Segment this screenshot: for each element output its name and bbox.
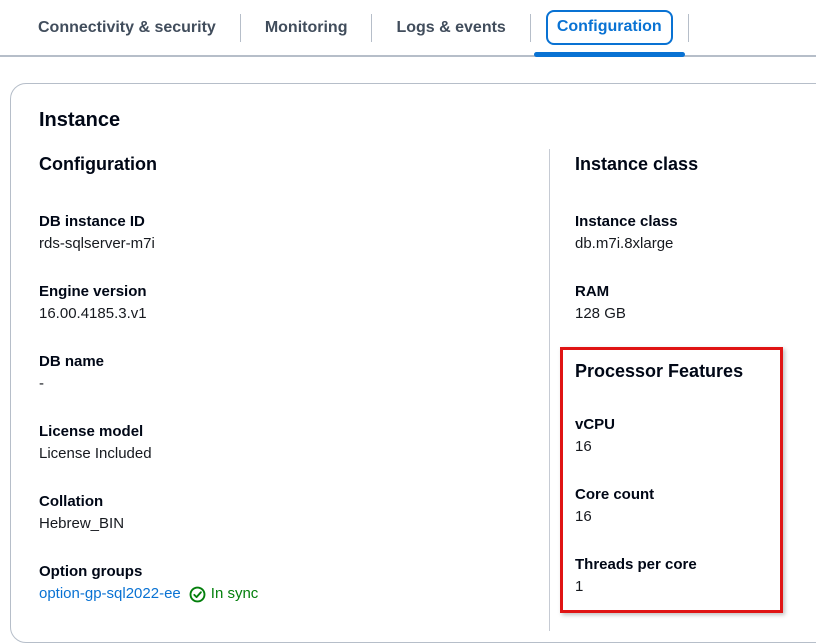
field-value: License Included	[39, 445, 152, 462]
field-label: Engine version	[39, 283, 147, 300]
field-label: Instance class	[575, 213, 678, 230]
detail-tabs: Connectivity & security Monitoring Logs …	[0, 0, 816, 57]
field-value: db.m7i.8xlarge	[575, 235, 674, 252]
field-core-count: Core count 16	[575, 484, 768, 528]
field-value: rds-sqlserver-m7i	[39, 235, 155, 252]
tab-divider	[529, 13, 531, 42]
configuration-section-heading: Configuration	[39, 154, 157, 174]
processor-features-heading: Processor Features	[575, 361, 744, 381]
field-label: DB instance ID	[39, 213, 145, 230]
field-label: vCPU	[575, 416, 616, 433]
field-license-model: License model License Included	[39, 421, 549, 465]
panel-columns: Configuration DB instance ID rds-sqlserv…	[39, 149, 816, 631]
panel-title: Instance	[39, 109, 121, 131]
processor-features-highlight: Processor Features vCPU 16 Core count 16…	[560, 347, 783, 613]
instance-panel: Instance Configuration DB instance ID rd…	[10, 83, 816, 643]
tab-label: Connectivity & security	[38, 18, 216, 36]
tab-divider	[687, 13, 689, 42]
field-label: Collation	[39, 493, 104, 510]
tab-label: Monitoring	[264, 18, 348, 36]
field-label: RAM	[575, 283, 610, 300]
field-instance-class: Instance class db.m7i.8xlarge	[575, 211, 816, 255]
field-label: Threads per core	[575, 556, 697, 573]
field-vcpu: vCPU 16	[575, 414, 768, 458]
field-collation: Collation Hebrew_BIN	[39, 491, 549, 535]
field-value: 16	[575, 438, 592, 455]
option-group-link[interactable]: option-gp-sql2022-ee	[39, 585, 181, 602]
tab-label: Logs & events	[396, 18, 506, 36]
field-ram: RAM 128 GB	[575, 281, 816, 325]
status-text: In sync	[210, 585, 259, 602]
field-value: Hebrew_BIN	[39, 515, 125, 532]
tab-label: Configuration	[545, 10, 673, 45]
field-value: 1	[575, 578, 584, 595]
field-value: -	[39, 375, 44, 392]
field-label: DB name	[39, 353, 105, 370]
instance-class-section: Instance class Instance class db.m7i.8xl…	[549, 149, 816, 631]
field-db-instance-id: DB instance ID rds-sqlserver-m7i	[39, 211, 549, 255]
tab-configuration[interactable]: Configuration	[531, 0, 688, 57]
field-value: 16.00.4185.3.v1	[39, 305, 147, 322]
field-option-groups: Option groups option-gp-sql2022-ee In sy…	[39, 561, 549, 605]
field-db-name: DB name -	[39, 351, 549, 395]
configuration-section: Configuration DB instance ID rds-sqlserv…	[39, 149, 549, 631]
field-engine-version: Engine version 16.00.4185.3.v1	[39, 281, 549, 325]
field-label: Option groups	[39, 563, 143, 580]
check-circle-icon	[189, 586, 206, 603]
instance-class-section-heading: Instance class	[575, 154, 699, 174]
tab-divider	[239, 13, 241, 42]
tab-logs-events[interactable]: Logs & events	[372, 0, 529, 55]
tab-monitoring[interactable]: Monitoring	[241, 0, 372, 55]
option-group-status: In sync	[189, 583, 259, 605]
field-threads-per-core: Threads per core 1	[575, 554, 768, 598]
field-value: 128 GB	[575, 305, 626, 322]
tab-divider	[371, 13, 373, 42]
field-label: License model	[39, 423, 144, 440]
field-value: 16	[575, 508, 592, 525]
tab-connectivity-security[interactable]: Connectivity & security	[14, 0, 240, 55]
field-label: Core count	[575, 486, 655, 503]
